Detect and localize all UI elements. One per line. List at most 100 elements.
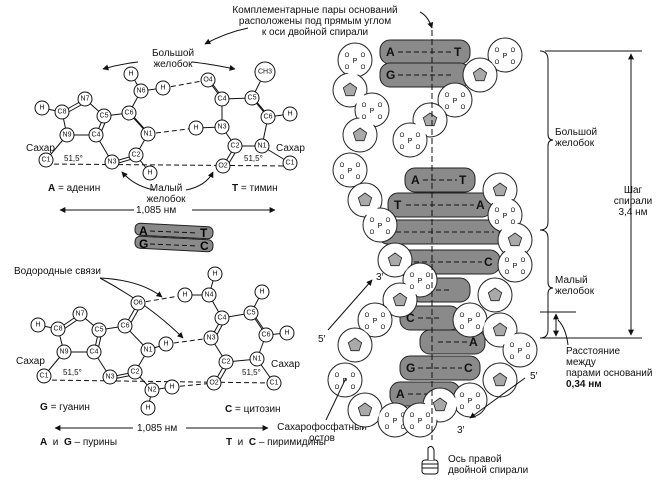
oxygen-atom: O xyxy=(495,60,500,66)
svg-text:H: H xyxy=(284,330,289,337)
oxygen-atom: O xyxy=(410,425,415,431)
atom-n6: N6 xyxy=(133,83,149,99)
atom-c8: C8 xyxy=(50,321,66,337)
svg-text:C1: C1 xyxy=(42,157,51,164)
svg-text:H: H xyxy=(193,125,198,132)
atom-h: H xyxy=(158,336,174,352)
c1-c1-line xyxy=(43,379,275,384)
svg-text:H: H xyxy=(182,292,187,299)
atom-c2: C2 xyxy=(227,138,243,154)
gc-angle-right: 51,5° xyxy=(242,368,261,377)
oxygen-atom: O xyxy=(381,325,386,331)
svg-text:H: H xyxy=(128,71,133,78)
oxygen-atom: O xyxy=(460,405,465,411)
mini-base-left: A xyxy=(139,224,148,238)
label-line: Сахарофосфатный xyxy=(277,422,367,433)
caption-arrow-left xyxy=(204,27,249,45)
svg-text:N3: N3 xyxy=(218,124,227,131)
svg-text:N9: N9 xyxy=(63,132,72,139)
conj: и xyxy=(52,437,59,448)
atom-n1: N1 xyxy=(254,138,270,154)
atom-c1: C1 xyxy=(36,368,52,384)
svg-text:C6: C6 xyxy=(125,110,134,117)
deoxyribose-sugar xyxy=(472,67,488,82)
atom-c4: C4 xyxy=(214,91,230,107)
atom-n3: N3 xyxy=(203,330,219,346)
label-line: остов xyxy=(309,433,335,444)
label-line: Расстояние xyxy=(566,346,621,357)
svg-text:N1: N1 xyxy=(253,356,262,363)
phosphate-atom: P xyxy=(370,108,375,115)
adenine-label: A = аденин xyxy=(48,183,100,194)
major-groove-brace xyxy=(539,50,554,231)
helix-base-left: A xyxy=(396,387,405,401)
label-line: желобок xyxy=(555,286,595,297)
deoxyribose-sugar xyxy=(392,292,408,307)
oxygen-atom: O xyxy=(526,343,531,349)
atom-h: H xyxy=(140,400,156,416)
svg-text:C5: C5 xyxy=(95,327,104,334)
svg-text:H: H xyxy=(169,384,174,391)
oxygen-atom: O xyxy=(460,325,465,331)
svg-text:C6: C6 xyxy=(262,332,271,339)
svg-text:C4: C4 xyxy=(92,132,101,139)
base-letter: G xyxy=(63,437,72,448)
atom-c1: C1 xyxy=(266,375,282,391)
oxygen-atom: O xyxy=(426,413,431,419)
atom-h: H xyxy=(155,80,171,96)
deoxyribose-sugar xyxy=(342,82,358,97)
svg-text:N1: N1 xyxy=(144,347,153,354)
svg-text:H: H xyxy=(259,289,264,296)
base-letter: T xyxy=(226,437,233,448)
helix-base-right: A xyxy=(469,335,478,349)
oxygen-atom: O xyxy=(426,273,431,279)
oxygen-atom: O xyxy=(460,393,465,399)
phosphate-atom: P xyxy=(353,58,358,65)
base-letter: T xyxy=(232,183,239,194)
oxygen-atom: O xyxy=(476,393,481,399)
phosphate-atom: P xyxy=(503,53,508,60)
oxygen-atom: O xyxy=(460,313,465,319)
oxygen-atom: O xyxy=(505,258,510,264)
svg-text:C6: C6 xyxy=(121,323,130,330)
oxygen-atom: O xyxy=(445,93,450,99)
svg-text:O4: O4 xyxy=(203,77,212,84)
base-pair-rise-label: Расстояние между парами оснований 0,34 н… xyxy=(566,346,652,390)
oxygen-atom: O xyxy=(495,48,500,54)
gc-angle-left: 51,5° xyxy=(63,368,82,377)
svg-text:C2: C2 xyxy=(231,143,240,150)
oxygen-atom: O xyxy=(356,175,361,181)
helix-axis-label: Ось правой двойной спирали xyxy=(448,454,528,476)
svg-text:H: H xyxy=(147,170,152,177)
atom-c5: C5 xyxy=(91,322,107,338)
svg-text:H: H xyxy=(35,322,40,329)
base-name: = цитозин xyxy=(235,404,281,415)
minor-groove-brace xyxy=(539,229,554,339)
phosphate-atom: P xyxy=(468,318,473,325)
at-sugar-left: Сахар xyxy=(26,143,55,154)
label-line: желобок xyxy=(153,59,193,70)
strand-right-arrow xyxy=(469,377,526,419)
atom-n1: N1 xyxy=(140,342,156,358)
atom-h: H xyxy=(34,100,50,116)
base-letter: C xyxy=(248,437,257,448)
helix-major-groove-label: Большой желобок xyxy=(555,127,597,149)
svg-text:N3: N3 xyxy=(207,335,216,342)
oxygen-atom: O xyxy=(362,103,367,109)
mini-base-right: C xyxy=(200,239,209,253)
strand-left-arrow xyxy=(327,279,373,331)
label-line: 0,34 нм xyxy=(566,379,602,390)
oxygen-atom: O xyxy=(362,115,367,121)
svg-text:H: H xyxy=(287,111,292,118)
svg-text:C5: C5 xyxy=(247,310,256,317)
oxygen-atom: O xyxy=(511,220,516,226)
deoxyribose-sugar xyxy=(357,402,373,417)
phosphate-atom: P xyxy=(503,213,508,220)
oxygen-atom: O xyxy=(356,163,361,169)
deoxyribose-sugar xyxy=(432,397,448,412)
svg-text:C2: C2 xyxy=(222,359,231,366)
svg-text:N6: N6 xyxy=(137,88,146,95)
